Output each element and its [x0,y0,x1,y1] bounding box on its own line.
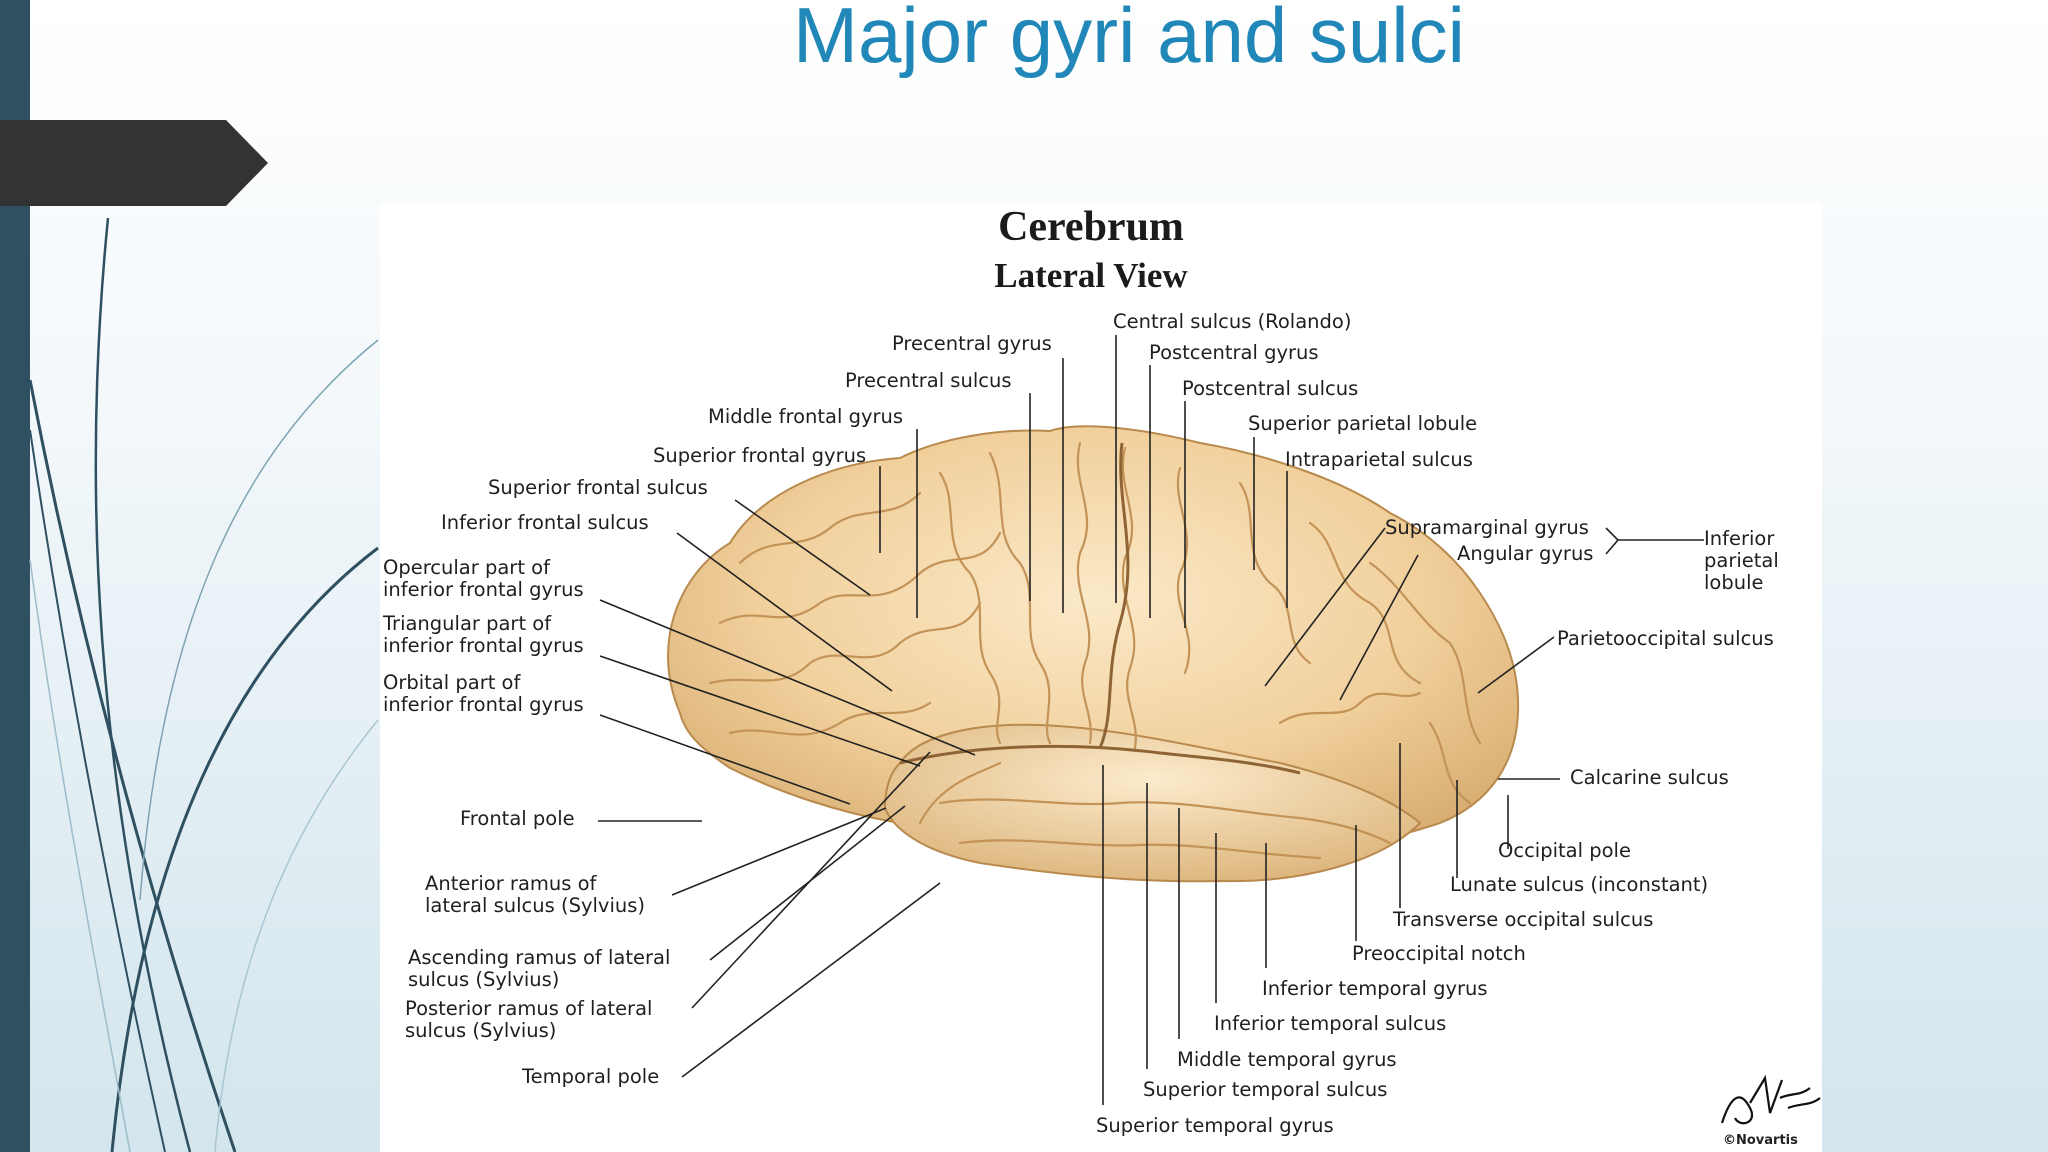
label-superior-parietal-lobule: Superior parietal lobule [1248,412,1478,435]
label-superior-frontal-gyrus: Superior frontal gyrus [653,444,867,467]
label-inferior-parietal-lobule: Inferior parietal lobule [1704,527,1779,594]
label-occipital-pole: Occipital pole [1498,839,1631,862]
decorative-swooshes [28,217,379,1152]
label-parietooccipital-sulcus: Parietooccipital sulcus [1557,627,1774,650]
label-anterior-ramus: Anterior ramus of lateral sulcus (Sylviu… [425,872,645,917]
netter-signature [1720,1074,1821,1125]
figure-title: Cerebrum [998,204,1184,250]
label-superior-temporal-sulcus: Superior temporal sulcus [1143,1078,1388,1101]
label-middle-frontal-gyrus: Middle frontal gyrus [708,405,904,428]
label-frontal-pole: Frontal pole [460,807,575,830]
label-transverse-occipital-sulcus: Transverse occipital sulcus [1393,908,1654,931]
label-superior-temporal-gyrus: Superior temporal gyrus [1096,1114,1334,1137]
label-orbital-part: Orbital part of inferior frontal gyrus [383,671,584,716]
label-inferior-frontal-sulcus: Inferior frontal sulcus [441,511,649,534]
slide-title: Major gyri and sulci [793,0,1465,79]
label-middle-temporal-gyrus: Middle temporal gyrus [1177,1048,1397,1071]
copyright-credit: ©Novartis [1723,1133,1798,1148]
brain-illustration [598,335,1704,1105]
figure-subtitle: Lateral View [994,256,1188,295]
gyri-texture [708,441,1482,860]
label-inferior-temporal-gyrus: Inferior temporal gyrus [1262,977,1488,1000]
label-ascending-ramus: Ascending ramus of lateral sulcus (Sylvi… [408,946,671,991]
label-triangular-part: Triangular part of inferior frontal gyru… [383,612,584,657]
label-postcentral-sulcus: Postcentral sulcus [1182,377,1359,400]
central-sulcus [1098,442,1130,749]
label-inferior-temporal-sulcus: Inferior temporal sulcus [1214,1012,1447,1035]
arrow-tab-shape [0,120,268,206]
label-precentral-gyrus: Precentral gyrus [892,332,1052,355]
label-preoccipital-notch: Preoccipital notch [1352,942,1526,965]
label-posterior-ramus: Posterior ramus of lateral sulcus (Sylvi… [405,997,653,1042]
label-postcentral-gyrus: Postcentral gyrus [1149,341,1319,364]
label-intraparietal-sulcus: Intraparietal sulcus [1285,448,1473,471]
label-opercular-part: Opercular part of inferior frontal gyrus [383,556,584,601]
label-temporal-pole: Temporal pole [522,1065,660,1088]
label-precentral-sulcus: Precentral sulcus [845,369,1012,392]
leader-lines [598,335,1704,1105]
label-central-sulcus: Central sulcus (Rolando) [1113,310,1352,333]
label-angular-gyrus: Angular gyrus [1457,542,1594,565]
label-superior-frontal-sulcus: Superior frontal sulcus [488,476,708,499]
cerebrum-figure: Cerebrum Lateral View Central sulcus (Ro… [380,203,1822,1152]
label-lunate-sulcus: Lunate sulcus (inconstant) [1450,873,1709,896]
label-supramarginal-gyrus: Supramarginal gyrus [1385,516,1589,539]
label-calcarine-sulcus: Calcarine sulcus [1570,766,1729,789]
